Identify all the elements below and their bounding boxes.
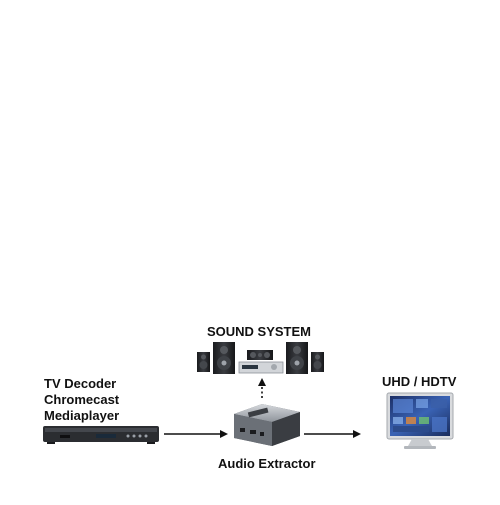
source-label-line-1: TV Decoder xyxy=(44,376,117,391)
av-receiver xyxy=(238,361,284,374)
sound-system-label: SOUND SYSTEM xyxy=(206,324,311,339)
source-label-line-2: Chromecast xyxy=(44,392,120,407)
audio-extractor-label: Audio Extractor xyxy=(218,456,316,471)
arrow-extractor-to-sound-head xyxy=(258,378,266,386)
uhd-tv xyxy=(386,392,454,449)
source-label-line-3: Mediaplayer xyxy=(44,408,120,423)
tv-label: UHD / HDTV xyxy=(382,374,457,389)
source-device xyxy=(43,426,159,444)
audio-extractor xyxy=(234,404,300,446)
sound-system xyxy=(197,342,324,374)
source-device-label: TV Decoder Chromecast Mediaplayer xyxy=(44,376,119,424)
